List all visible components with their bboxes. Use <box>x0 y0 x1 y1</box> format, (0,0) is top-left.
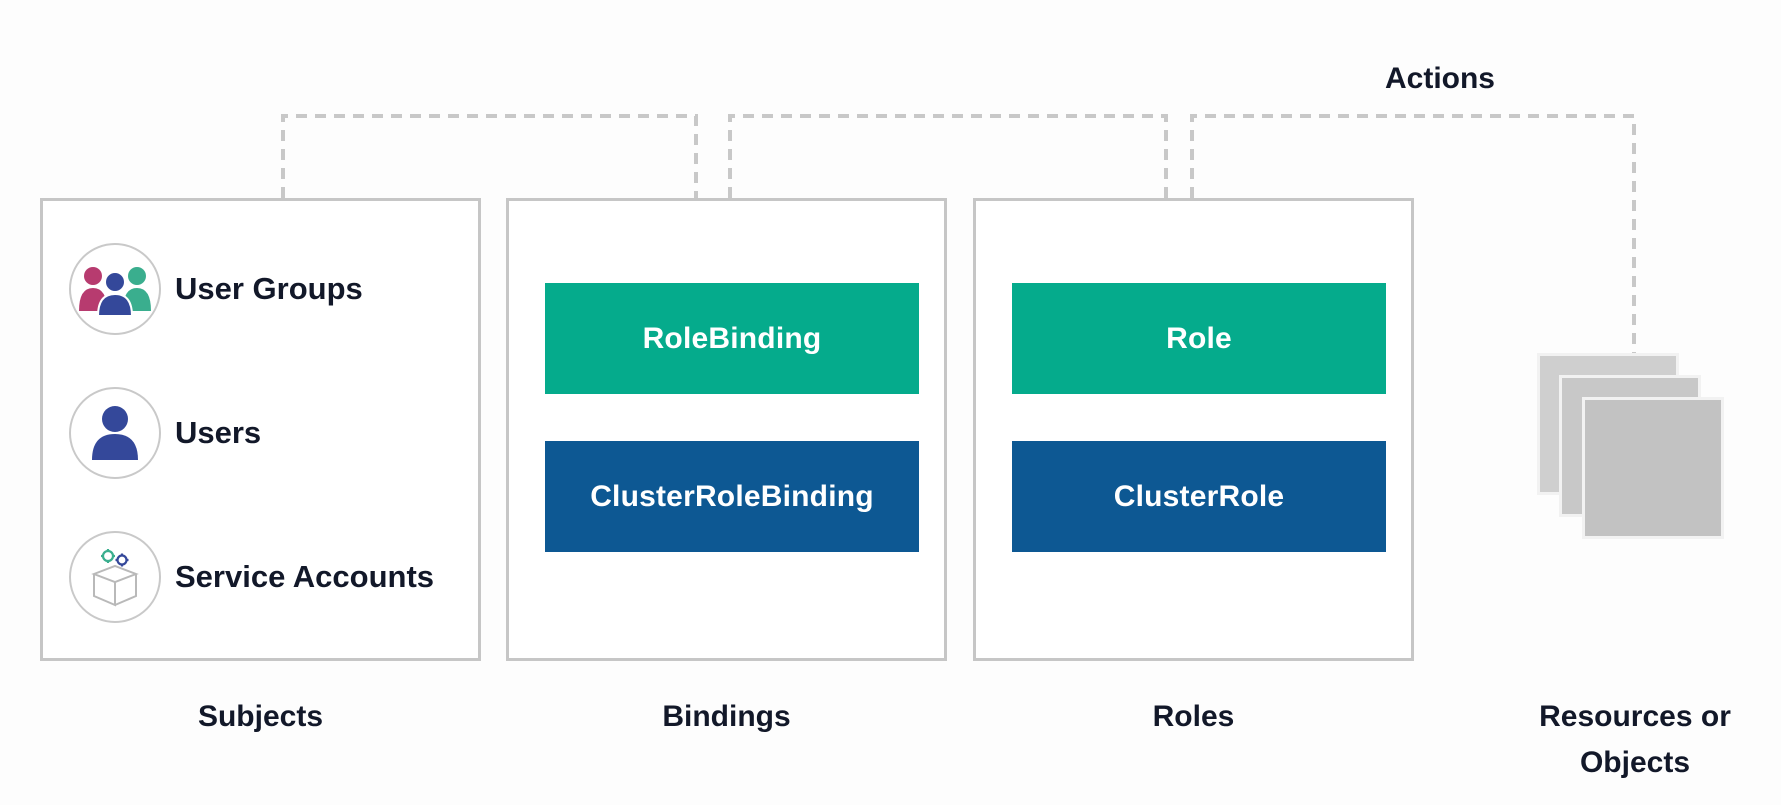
subject-label-service-accounts: Service Accounts <box>175 559 435 594</box>
resources-caption-line2: Objects <box>1579 746 1691 779</box>
resources-stack-icon <box>1540 356 1730 541</box>
resources-caption-line1: Resources or <box>1539 700 1731 733</box>
resources-caption: Resources or Objects <box>1500 694 1770 786</box>
user-icon <box>69 387 161 479</box>
resource-sheet <box>1585 400 1721 536</box>
subject-label-user-groups: User Groups <box>175 271 363 306</box>
clusterrole-block: ClusterRole <box>1012 441 1386 552</box>
subjects-to-bindings-connector <box>281 114 698 198</box>
subjects-panel: User Groups Users <box>40 198 481 661</box>
subject-users: Users <box>69 383 261 483</box>
subject-user-groups: User Groups <box>69 239 363 339</box>
roles-panel: Role ClusterRole <box>973 198 1414 661</box>
bindings-panel: RoleBinding ClusterRoleBinding <box>506 198 947 661</box>
subject-label-users: Users <box>175 415 262 450</box>
bindings-to-roles-connector <box>728 114 1168 198</box>
clusterrolebinding-block: ClusterRoleBinding <box>545 441 919 552</box>
bindings-caption: Bindings <box>662 700 791 733</box>
roles-caption: Roles <box>1152 700 1235 733</box>
actions-label: Actions <box>1384 62 1495 95</box>
user-group-icon <box>69 243 161 335</box>
rolebinding-block: RoleBinding <box>545 283 919 394</box>
subject-service-accounts: Service Accounts <box>69 527 434 627</box>
subjects-caption: Subjects <box>197 700 324 733</box>
service-account-box-icon <box>69 531 161 623</box>
role-block: Role <box>1012 283 1386 394</box>
